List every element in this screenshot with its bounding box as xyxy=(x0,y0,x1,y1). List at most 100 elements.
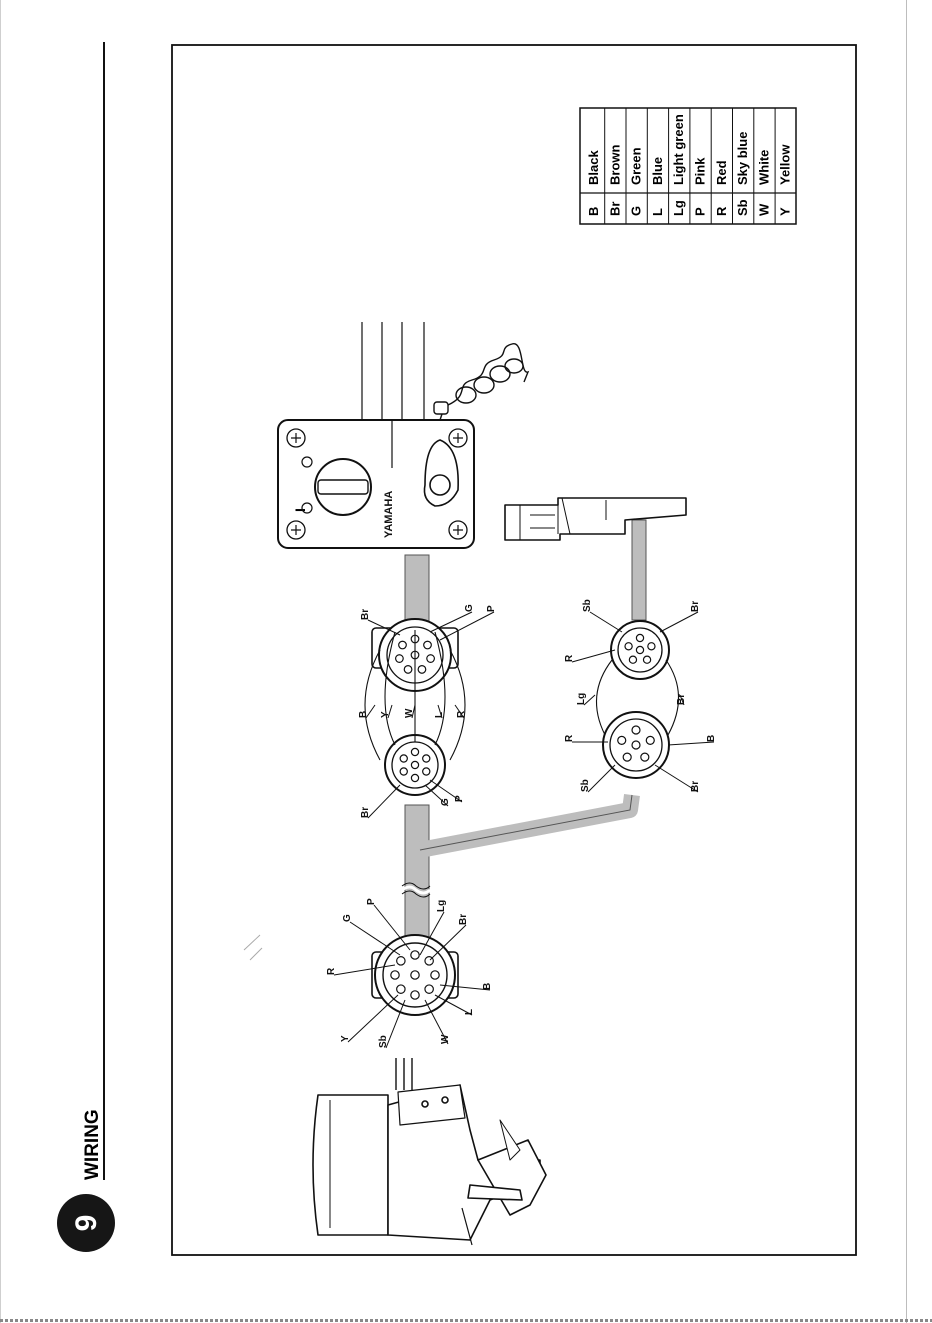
label-leader xyxy=(440,612,494,640)
legend-code: L xyxy=(650,208,665,216)
connector-pin xyxy=(404,666,412,674)
wire-label: G xyxy=(464,604,475,612)
connector-pin xyxy=(636,634,643,641)
switch-on-mark: I xyxy=(292,508,308,512)
legend-color-name: Green xyxy=(629,147,644,185)
connector-pin xyxy=(431,971,439,979)
wire-label: Lg xyxy=(436,900,447,912)
wire-label: Sb xyxy=(582,599,593,612)
wire-label: B xyxy=(482,983,493,990)
legend-color-name: Black xyxy=(586,150,601,185)
section-title: WIRING xyxy=(82,1109,103,1180)
wire-label: L xyxy=(464,1009,475,1015)
connector-pin xyxy=(643,656,650,663)
connector-pin xyxy=(399,641,407,649)
trim-connector-right xyxy=(611,621,669,679)
engine-connector xyxy=(372,935,458,1015)
connector-pin xyxy=(411,761,418,768)
wire-label: G xyxy=(342,914,353,922)
legend-code: G xyxy=(629,206,644,216)
stop-switch-button xyxy=(430,475,450,495)
wire-label: R xyxy=(456,710,467,718)
connector-pin xyxy=(411,951,419,959)
connector-pin xyxy=(632,741,640,749)
label-leader xyxy=(572,650,615,662)
legend-code: B xyxy=(586,207,601,216)
legend-color-name: Red xyxy=(714,160,729,185)
connector-pin xyxy=(400,768,407,775)
trim-cable-tube xyxy=(632,520,646,620)
connector-pin xyxy=(411,971,419,979)
wire-label: Br xyxy=(690,781,701,792)
wire-label: B xyxy=(706,735,717,742)
wire-label: Br xyxy=(676,694,687,705)
connector-pin xyxy=(427,655,435,663)
legend-code: Y xyxy=(778,207,793,216)
connector-pin xyxy=(397,985,405,993)
brand-label: YAMAHA xyxy=(383,491,395,538)
label-leader xyxy=(348,995,398,1042)
bracket xyxy=(398,1085,465,1125)
trim-switch xyxy=(505,498,686,540)
connector-pin xyxy=(424,641,432,649)
diagram-frame xyxy=(172,45,856,1255)
wire-label: R xyxy=(326,967,337,975)
wire-label: L xyxy=(434,712,445,718)
wire-label: Sb xyxy=(580,779,591,792)
connector-pin xyxy=(411,774,418,781)
wire-label: R xyxy=(564,654,575,662)
legend-color-name: Sky blue xyxy=(735,132,750,185)
wire-label: R xyxy=(564,734,575,742)
harness-tube xyxy=(405,555,429,625)
connector-pin xyxy=(391,971,399,979)
wire-label: Y xyxy=(340,1035,351,1042)
legend-code: Lg xyxy=(671,200,686,216)
label-leader xyxy=(588,765,615,792)
legend-color-name: White xyxy=(756,150,771,185)
connector-pin xyxy=(646,736,654,744)
wire-label: G xyxy=(440,798,451,806)
connector-pin xyxy=(618,736,626,744)
section-header: 9 WIRING xyxy=(57,1109,115,1252)
connector-pin xyxy=(629,656,636,663)
connector-pin xyxy=(625,643,632,650)
connector-pin xyxy=(623,753,631,761)
outboard-motor xyxy=(313,1085,546,1245)
connector-pin xyxy=(641,753,649,761)
bracket-bolt xyxy=(442,1097,448,1103)
wire-label: W xyxy=(440,1034,451,1044)
legend-color-name: Light green xyxy=(671,114,686,185)
label-leader xyxy=(590,612,622,632)
connector-pin xyxy=(396,655,404,663)
wire-label: Br xyxy=(360,807,371,818)
legend-color-name: Yellow xyxy=(778,144,793,185)
color-legend: B BlackBr BrownG GreenL BlueLg Light greenP Pi… xyxy=(580,108,796,224)
section-number: 9 xyxy=(70,1215,103,1232)
connector-pin xyxy=(397,957,405,965)
wire-label: W xyxy=(404,708,415,718)
bracket-bolt xyxy=(422,1101,428,1107)
wire-label: Br xyxy=(690,601,701,612)
connector-pin xyxy=(632,726,640,734)
label-leader xyxy=(350,922,400,955)
legend-code: R xyxy=(714,206,729,216)
label-leader xyxy=(368,785,400,818)
legend-color-name: Brown xyxy=(607,145,622,186)
wire-label: P xyxy=(366,898,377,905)
connector-pin xyxy=(423,768,430,775)
wire-label: B xyxy=(358,711,369,718)
wire-label: P xyxy=(454,795,465,802)
legend-color-name: Blue xyxy=(650,157,665,185)
connector-pin xyxy=(648,643,655,650)
label-leader xyxy=(660,612,698,632)
legend-color-name: Pink xyxy=(693,157,708,185)
lanyard-cord xyxy=(434,344,528,420)
legend-code: Br xyxy=(607,202,622,216)
legend-code: Sb xyxy=(735,199,750,216)
legend-code: P xyxy=(693,207,708,216)
wire-label: Lg xyxy=(576,693,587,705)
connector-pin xyxy=(423,755,430,762)
connector-pin xyxy=(425,985,433,993)
connector-pin xyxy=(411,991,419,999)
